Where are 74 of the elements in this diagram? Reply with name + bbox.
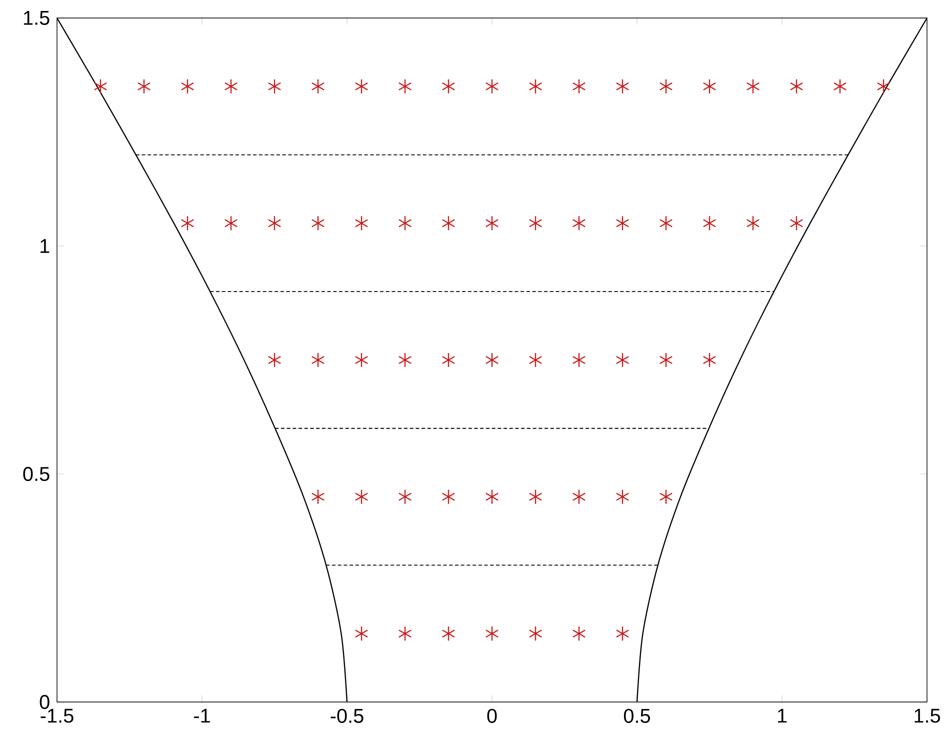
point [572, 489, 586, 504]
x-tick-label: -0.5 [330, 708, 364, 723]
point [702, 78, 716, 94]
point [659, 216, 673, 231]
point [616, 352, 630, 368]
point [485, 489, 499, 504]
point [442, 352, 456, 368]
point [354, 626, 368, 642]
point [354, 489, 368, 504]
point [311, 78, 325, 94]
point [485, 352, 499, 368]
point [659, 78, 673, 94]
point [94, 78, 108, 94]
point [311, 489, 325, 504]
point [528, 352, 542, 368]
point [398, 78, 412, 94]
point [180, 216, 194, 231]
point [702, 216, 716, 231]
line-series [636, 18, 928, 702]
point [442, 78, 456, 94]
point [572, 626, 586, 642]
x-tick-label: 1 [778, 708, 787, 723]
y-tick-label: 0 [40, 694, 50, 710]
point [311, 352, 325, 368]
point [485, 78, 499, 94]
point [572, 216, 586, 231]
point [659, 489, 673, 504]
x-tick-label: 1.5 [914, 708, 940, 723]
point [442, 489, 456, 504]
point [224, 78, 238, 94]
point [616, 216, 630, 231]
point [790, 216, 804, 231]
x-tick-label: 0.5 [624, 708, 650, 723]
point [485, 626, 499, 642]
point [616, 78, 630, 94]
y-tick-label: 0.5 [23, 466, 50, 482]
point [702, 352, 716, 368]
point [442, 626, 456, 642]
point [311, 216, 325, 231]
point [354, 352, 368, 368]
point [398, 352, 412, 368]
point [659, 352, 673, 368]
point [398, 626, 412, 642]
point [268, 78, 282, 94]
point [354, 78, 368, 94]
point [442, 216, 456, 231]
point [528, 216, 542, 231]
point [616, 489, 630, 504]
point [398, 489, 412, 504]
point [790, 78, 804, 94]
point [876, 78, 890, 94]
point [833, 78, 847, 94]
line-series [57, 18, 348, 702]
point [528, 626, 542, 642]
point [180, 78, 194, 94]
point [528, 489, 542, 504]
point [572, 352, 586, 368]
point [485, 216, 499, 231]
point [616, 626, 630, 642]
x-tick-label: 0 [487, 708, 497, 723]
x-tick-label: -1 [194, 708, 210, 723]
y-tick-label: 1.5 [24, 11, 50, 25]
point [224, 216, 238, 231]
point [528, 78, 542, 94]
point [746, 78, 760, 94]
point [268, 216, 282, 231]
point [746, 216, 760, 231]
point [137, 78, 151, 94]
point [398, 216, 412, 231]
point [572, 78, 586, 94]
y-tick-label: 1 [40, 239, 50, 253]
point [354, 216, 368, 231]
x-tick-label: -1.5 [40, 708, 74, 723]
point [268, 352, 282, 368]
